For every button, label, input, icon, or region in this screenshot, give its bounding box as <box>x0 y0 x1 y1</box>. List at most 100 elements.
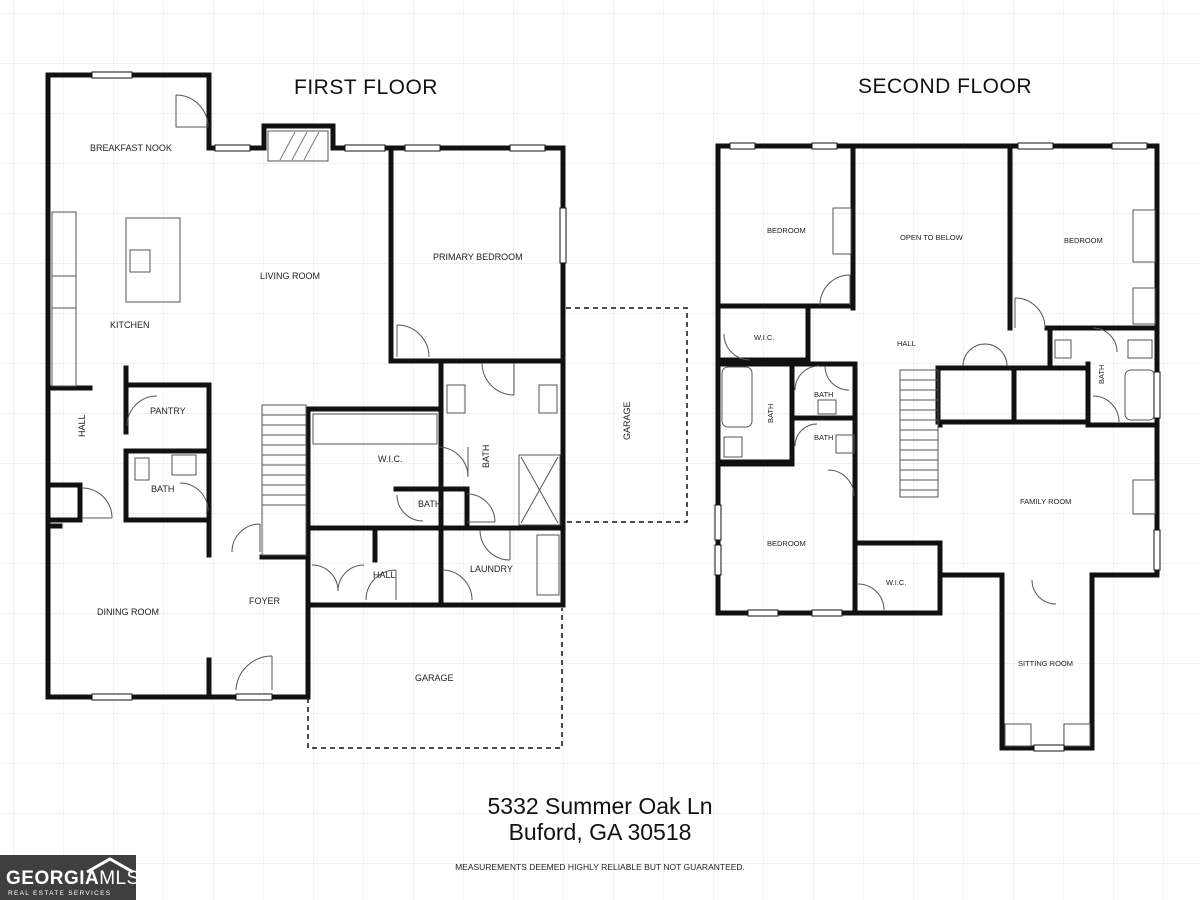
room-label-wic: W.I.C. <box>378 454 403 464</box>
door-swing <box>175 94 209 128</box>
door-swing <box>1092 395 1120 423</box>
window <box>344 144 386 152</box>
window <box>509 144 546 152</box>
window-seat <box>1063 723 1091 747</box>
window <box>91 71 133 79</box>
window <box>404 144 441 152</box>
room-label-bedroom-right: BEDROOM <box>1064 236 1103 245</box>
first-floor-exterior-wall <box>45 72 566 700</box>
disclaimer: MEASUREMENTS DEEMED HIGHLY RELIABLE BUT … <box>455 862 745 872</box>
room-label-bath-vertical: BATH <box>766 403 775 423</box>
window <box>1033 744 1065 752</box>
room-label-laundry: LAUNDRY <box>470 564 513 574</box>
room-label-family-room: FAMILY ROOM <box>1020 497 1072 506</box>
door-swing <box>365 569 397 601</box>
door-swing <box>481 362 515 396</box>
kitchen-island <box>125 217 181 303</box>
sink <box>817 399 837 415</box>
logo-wordmark: GEORGIAMLS <box>6 868 140 890</box>
bath-small-wall <box>393 486 470 531</box>
window <box>214 144 251 152</box>
door-swing <box>1092 327 1118 353</box>
stove <box>51 275 77 309</box>
pantry-wall <box>123 382 212 558</box>
first-floor-fixtures <box>51 94 561 691</box>
closet-shelf <box>832 207 852 255</box>
window <box>714 544 722 576</box>
window <box>1153 529 1161 571</box>
room-label-garage-bottom: GARAGE <box>415 673 454 683</box>
closet-wall <box>45 482 83 523</box>
bath-left-sink <box>171 454 197 476</box>
door-swing <box>1014 297 1046 329</box>
first-floor-title: FIRST FLOOR <box>294 76 438 99</box>
door-swing <box>1031 579 1057 605</box>
first-floor-garages <box>307 307 688 749</box>
sink <box>1127 339 1153 359</box>
kitchen-sink <box>129 249 151 273</box>
logo-brand-left: GEORGIA <box>6 868 100 889</box>
bath-vanity <box>446 384 466 414</box>
door-swing <box>466 493 496 523</box>
room-label-pantry: PANTRY <box>150 406 186 416</box>
second-floor-windows <box>714 142 1161 752</box>
fireplace-hatch <box>279 131 320 161</box>
room-label-bedroom-left: BEDROOM <box>767 226 806 235</box>
logo-brand-right: MLS <box>99 868 140 889</box>
window <box>559 207 567 264</box>
stair-treads <box>262 414 306 506</box>
door-swing <box>235 655 273 691</box>
window <box>747 609 779 617</box>
staircase <box>899 369 939 498</box>
door-swing <box>396 494 424 522</box>
window <box>811 609 843 617</box>
room-label-living-room: LIVING ROOM <box>260 271 321 281</box>
door-swing <box>723 333 751 361</box>
address-line-2: Buford, GA 30518 <box>508 819 692 845</box>
door-swing <box>126 395 158 427</box>
door-swing <box>827 469 855 497</box>
sink <box>1054 339 1072 359</box>
room-label-garage-right: GARAGE <box>622 401 632 440</box>
bath-vanity-2 <box>538 384 558 414</box>
toilet <box>134 457 150 481</box>
room-label-dining-room: DINING ROOM <box>97 607 159 617</box>
door-swing <box>824 365 850 391</box>
room-label-open-to-below: OPEN TO BELOW <box>900 233 963 242</box>
window <box>729 142 756 150</box>
laundry-machine <box>536 534 560 596</box>
door-swing <box>819 274 851 306</box>
second-floor-title: SECOND FLOOR <box>858 75 1033 98</box>
room-label-bedroom-bottom: BEDROOM <box>767 539 806 548</box>
door-swing <box>962 343 1008 367</box>
closet-shelf <box>1132 209 1156 263</box>
wic-bottom-wall <box>852 540 943 616</box>
room-label-bath-b: BATH <box>814 433 834 442</box>
bath-a-wall <box>789 361 858 421</box>
room-label-primary-bedroom: PRIMARY BEDROOM <box>433 252 523 262</box>
room-label-kitchen: KITCHEN <box>110 320 150 330</box>
window <box>1111 142 1148 150</box>
toilet <box>723 436 743 458</box>
first-floor-windows <box>91 71 567 701</box>
door-swing <box>437 446 469 478</box>
address-line-1: 5332 Summer Oak Ln <box>487 793 713 819</box>
bathtub <box>721 366 753 428</box>
closet-shelf <box>1132 479 1156 515</box>
second-floor-fixtures <box>721 207 1156 747</box>
first-floor-plan <box>45 72 566 700</box>
room-label-wic-top: W.I.C. <box>754 333 775 342</box>
room-label-breakfast-nook: BREAKFAST NOOK <box>90 143 172 153</box>
room-label-bath-a: BATH <box>814 390 834 399</box>
door-swing <box>231 523 261 553</box>
room-label-bath-right: BATH <box>1097 364 1106 384</box>
door-swing <box>479 529 511 561</box>
garage-bottom-outline <box>307 608 563 749</box>
wic-shelf <box>312 413 438 445</box>
door-swing <box>81 487 113 519</box>
shower-drain <box>520 456 559 524</box>
logo-tagline: REAL ESTATE SERVICES <box>8 890 112 897</box>
window <box>811 142 838 150</box>
georgia-mls-logo: GEORGIAMLS REAL ESTATE SERVICES <box>0 855 139 900</box>
